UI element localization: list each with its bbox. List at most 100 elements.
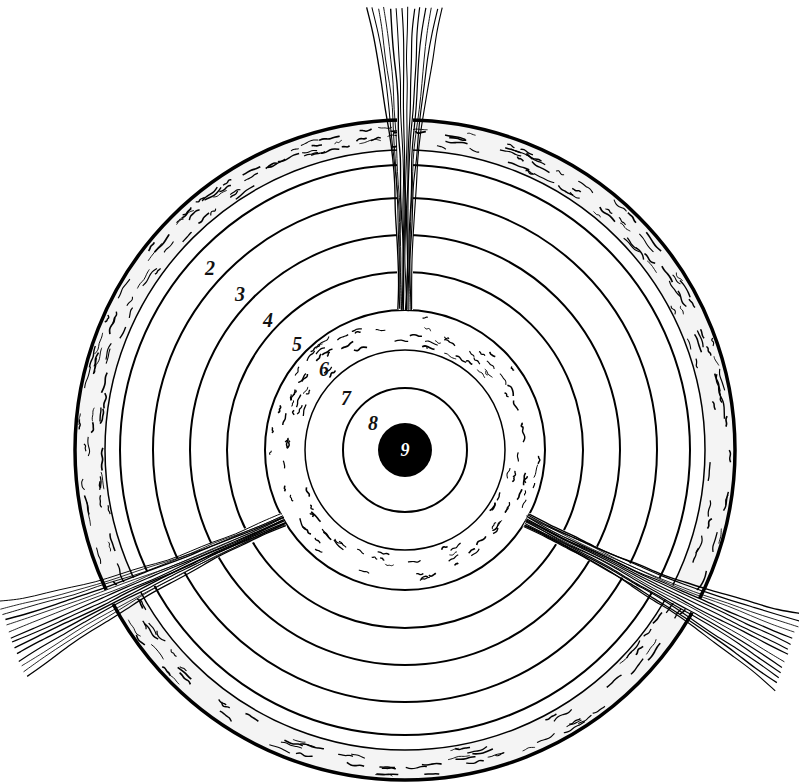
fibre-stroke [646, 639, 656, 654]
fibre-stroke [287, 441, 290, 448]
fibre-stroke [315, 538, 320, 543]
fibre-strand [408, 8, 426, 311]
fibre-stroke [99, 407, 101, 421]
fibre-stroke [180, 667, 187, 671]
fibre-stroke [572, 188, 581, 192]
fibre-stroke [284, 486, 286, 492]
fibre-stroke [295, 367, 299, 376]
fibre-strand [528, 515, 799, 621]
fibre-stroke [157, 631, 165, 641]
fibre-stroke [82, 479, 85, 490]
ring-line [227, 272, 583, 628]
fibre-strand [391, 9, 404, 311]
fibre-stroke [556, 171, 564, 175]
fibre-stroke [533, 483, 535, 488]
fibre-strand [0, 513, 282, 601]
callout-number: 2 [205, 258, 215, 278]
fibre-stroke [312, 144, 322, 146]
fibre-stroke [422, 763, 442, 765]
fibre-stroke [532, 162, 549, 173]
fibre-stroke [713, 532, 717, 552]
fibre-stroke [701, 329, 705, 338]
fibre-stroke [291, 400, 293, 406]
fibre-stroke [524, 473, 526, 485]
fibre-stroke [600, 207, 615, 222]
fibre-stroke [101, 472, 104, 489]
center-dot: 9 [378, 423, 432, 477]
fibre-stroke [378, 127, 392, 128]
fibre-stroke [339, 541, 346, 547]
fibre-stroke [689, 299, 695, 307]
fibre-stroke [470, 148, 480, 152]
fibre-stroke [726, 495, 729, 505]
fibre-strand [5, 517, 283, 619]
fibre-stroke [306, 487, 309, 496]
callout-number: 8 [368, 413, 378, 433]
fibre-strand [527, 519, 791, 644]
fibre-stroke [680, 306, 683, 314]
fibre-stroke [538, 456, 540, 464]
fibre-stroke [421, 576, 428, 579]
fibre-stroke [500, 150, 521, 156]
fibre-stroke [410, 335, 422, 337]
fibre-stroke [164, 242, 173, 253]
fibre-stroke [300, 518, 306, 528]
fibre-stroke [619, 217, 625, 224]
fibre-stroke [278, 405, 281, 412]
fibre-stroke [406, 767, 427, 769]
fibre-stroke [382, 767, 395, 770]
fibre-stroke [315, 549, 322, 552]
fibre-stroke [505, 393, 509, 397]
fibre-stroke [513, 471, 516, 477]
fibre-stroke [534, 465, 538, 478]
fibre-stroke [310, 505, 314, 509]
fibre-stroke [372, 557, 378, 559]
fibre-stroke [378, 552, 390, 555]
fibre-stroke [526, 170, 533, 173]
fibre-stroke [93, 365, 96, 373]
fibre-stroke [230, 191, 237, 198]
fibre-strand [22, 525, 286, 666]
fibre-stroke [189, 210, 199, 220]
fibre-stroke [466, 760, 484, 763]
fibre-stroke [449, 138, 466, 141]
fibre-stroke [693, 548, 699, 563]
fibre-stroke [517, 156, 523, 161]
fibre-stroke [567, 720, 582, 727]
fibre-strand [524, 527, 776, 691]
fibre-stroke [469, 351, 474, 357]
fibre-strand [27, 526, 286, 677]
fibre-stroke [624, 238, 640, 252]
fibre-stroke [707, 519, 711, 529]
fibre-stroke [110, 317, 115, 334]
fibre-stroke [520, 149, 532, 154]
fibre-stroke [371, 137, 381, 140]
fibre-stroke [151, 644, 163, 659]
fibre-stroke [379, 767, 395, 769]
fibre-stroke [102, 448, 103, 471]
fibre-stroke [354, 347, 367, 350]
fibre-stroke [517, 489, 522, 499]
fibre-strand [396, 8, 404, 310]
fibre-stroke [319, 136, 340, 140]
fibre-stroke [342, 146, 350, 147]
fibre-stroke [96, 548, 100, 564]
fibre-stroke [337, 335, 348, 340]
fibre-strand [526, 520, 788, 650]
fibre-stroke [301, 140, 319, 146]
fibre-stroke [137, 269, 149, 288]
fibre-stroke [631, 659, 643, 675]
fibre-stroke [245, 714, 258, 722]
fibre-stroke [285, 438, 288, 442]
fibre-stroke [293, 410, 295, 415]
fibre-stroke [244, 173, 258, 181]
fibre-stroke [477, 536, 486, 545]
fibre-stroke [99, 481, 101, 490]
fibre-stroke [283, 413, 286, 425]
callout-number: 4 [263, 310, 273, 330]
fibre-stroke [322, 529, 331, 540]
fibre-stroke [106, 343, 111, 359]
fibre-stroke [451, 543, 461, 550]
callout-number: 9 [401, 441, 410, 459]
